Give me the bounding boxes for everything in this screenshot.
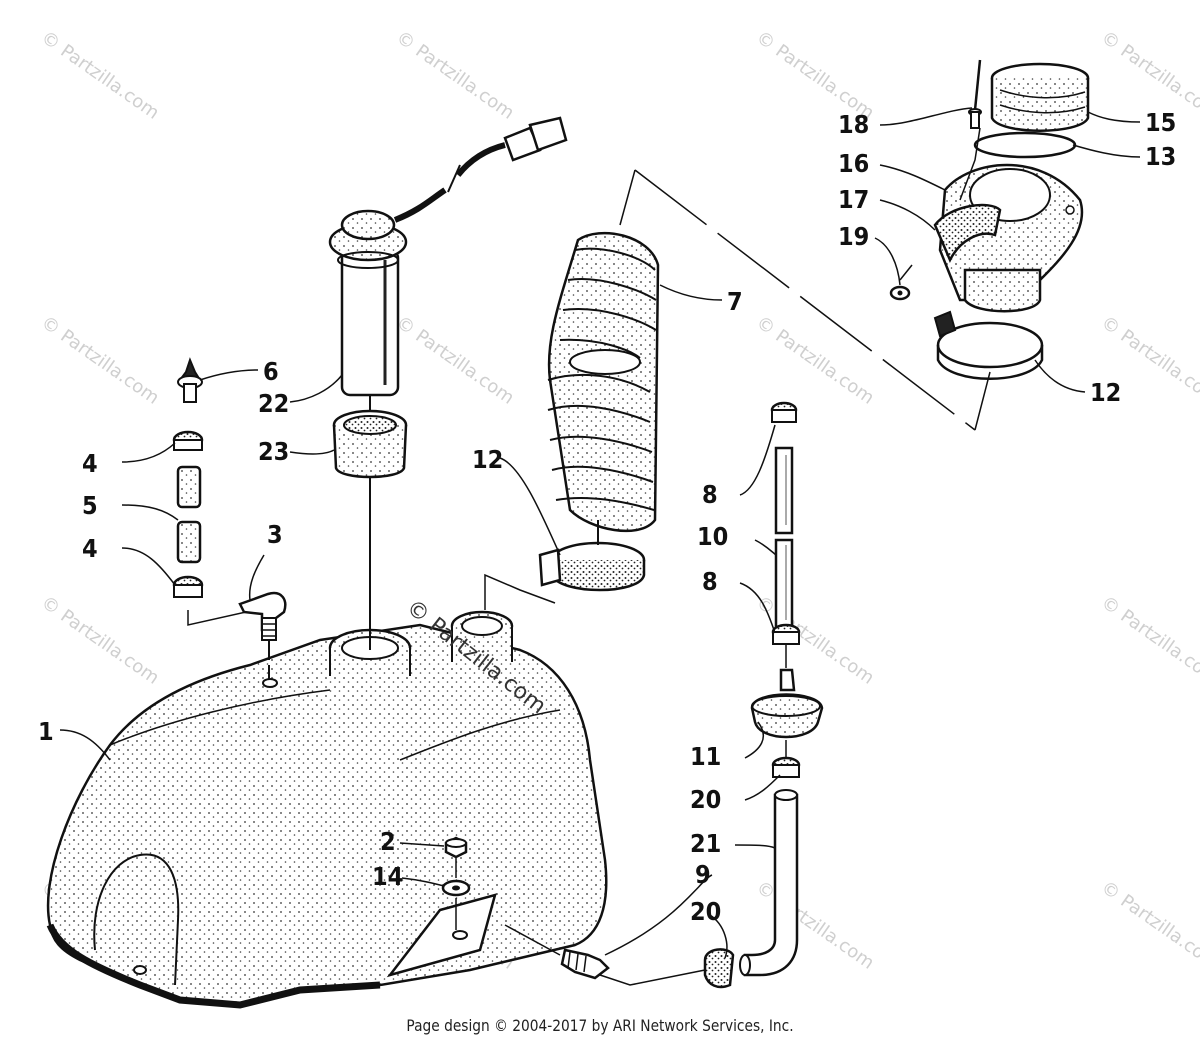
callout-4: 4	[82, 449, 98, 478]
callout-18: 18	[838, 110, 869, 139]
vent-assembly	[172, 357, 287, 680]
callout-2: 2	[380, 827, 396, 856]
watermark-text: © Partzilla.com	[752, 592, 878, 689]
callout-13: 13	[1145, 142, 1176, 171]
watermark-text: © Partzilla.com	[37, 312, 163, 409]
watermark-text: © Partzilla.com	[1097, 877, 1200, 974]
callout-8: 8	[702, 480, 718, 509]
tank-fasteners	[441, 836, 471, 930]
watermark-text: © Partzilla.com	[392, 312, 518, 409]
callout-11: 11	[690, 742, 721, 771]
footer-copyright: Page design © 2004-2017 by ARI Network S…	[406, 1016, 794, 1035]
callout-1: 1	[38, 717, 54, 746]
callout-7: 7	[727, 287, 743, 316]
watermark-text: © Partzilla.com	[1097, 592, 1200, 689]
callout-6: 6	[263, 357, 279, 386]
assembly-line	[634, 169, 991, 431]
callout-8: 8	[702, 567, 718, 596]
callout-14: 14	[372, 862, 403, 891]
watermark-text: © Partzilla.com	[392, 27, 518, 124]
callout-19: 19	[838, 222, 869, 251]
callout-20: 20	[690, 897, 721, 926]
leader-lines	[59, 107, 1141, 959]
callout-15: 15	[1145, 108, 1176, 137]
callout-9: 9	[695, 860, 711, 889]
callout-labels: 1 2 3 4 4 5 6 7 8 8 9 10 11 12 12 13 14 …	[38, 108, 1176, 926]
callout-21: 21	[690, 829, 721, 858]
callout-16: 16	[838, 149, 869, 178]
sender-grommet	[332, 409, 408, 479]
callout-10: 10	[697, 522, 728, 551]
callout-3: 3	[267, 520, 283, 549]
fuel-tank	[46, 610, 608, 1009]
callout-17: 17	[838, 185, 869, 214]
callout-22: 22	[258, 389, 289, 418]
fuel-line-assembly	[504, 401, 824, 989]
hose-clamp-lower	[538, 541, 646, 592]
filler-neck-assembly	[889, 59, 1090, 380]
callout-5: 5	[82, 491, 98, 520]
filler-bellows	[547, 231, 660, 533]
watermark-text: © Partzilla.com	[752, 312, 878, 409]
callout-12: 12	[1090, 378, 1121, 407]
assembly-line	[484, 573, 556, 610]
callout-20: 20	[690, 785, 721, 814]
callout-4: 4	[82, 534, 98, 563]
watermark-text: © Partzilla.com	[37, 592, 163, 689]
assembly-line	[619, 169, 636, 226]
callout-23: 23	[258, 437, 289, 466]
watermark-text: © Partzilla.com	[37, 27, 163, 124]
callout-12: 12	[472, 445, 503, 474]
